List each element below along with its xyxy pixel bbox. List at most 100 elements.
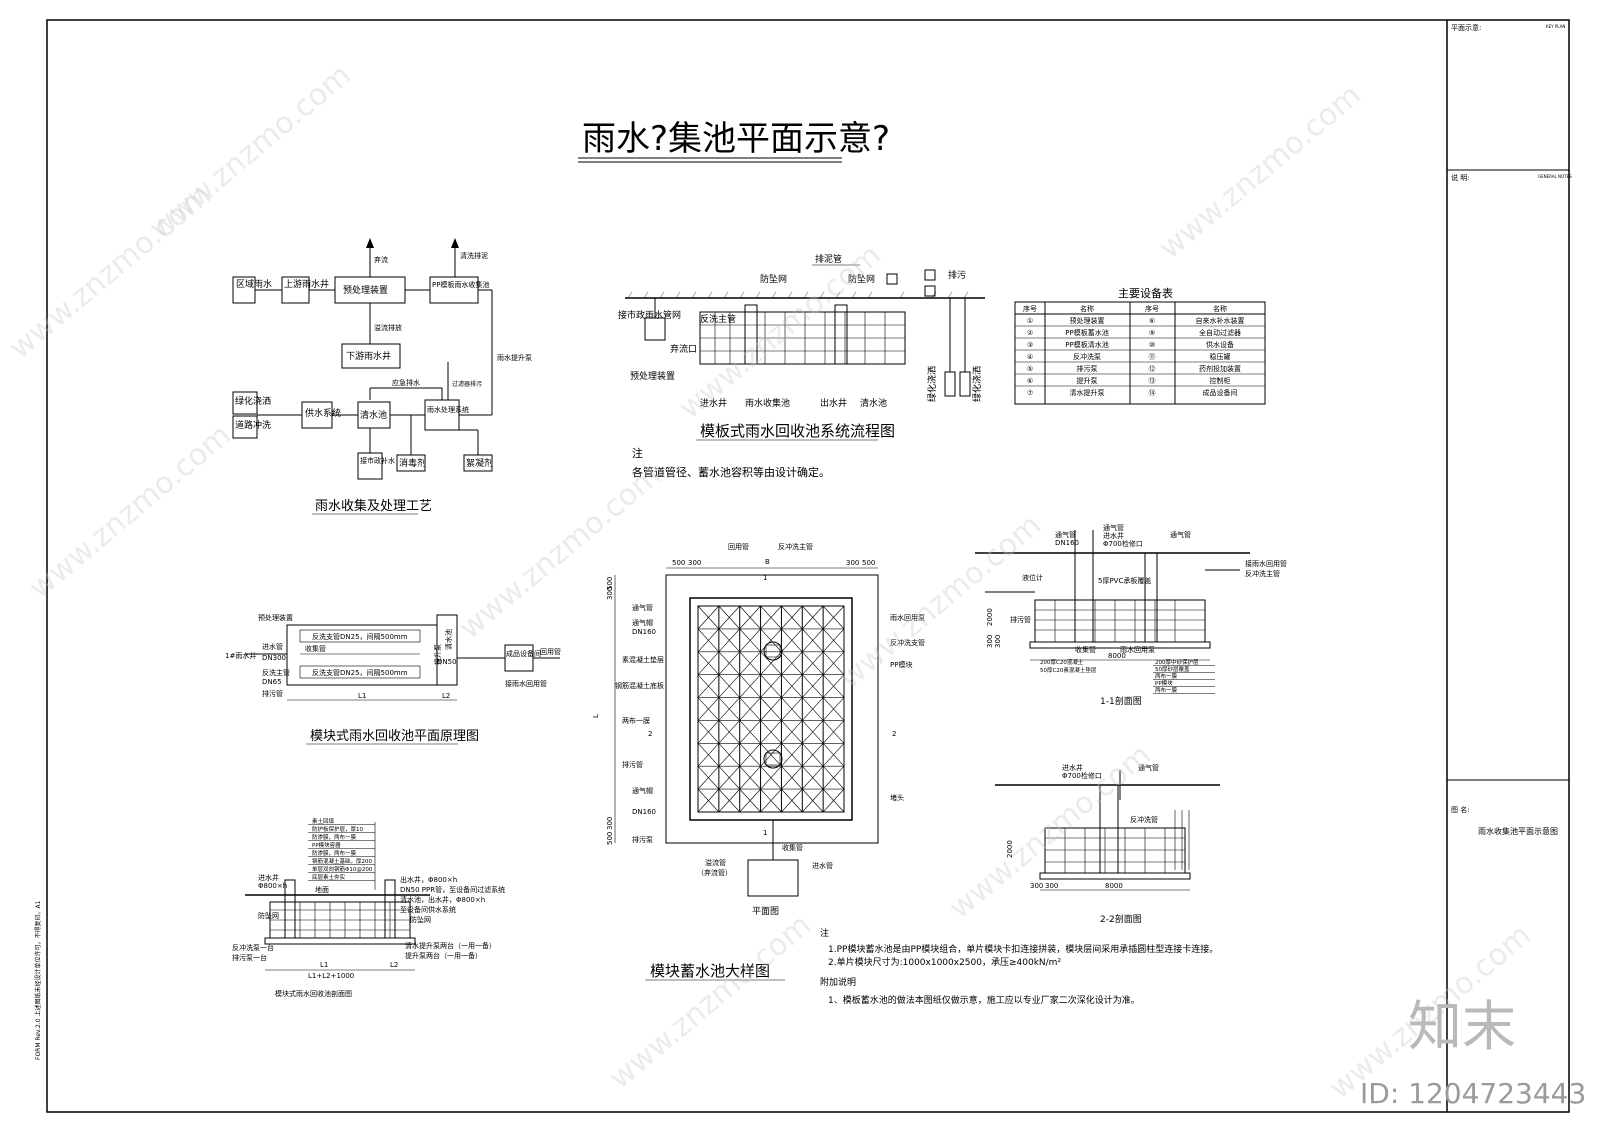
equip-cell: 药剂投加装置 [1199,364,1241,373]
flow-label-green-1: 绿化浇洒 [926,366,938,402]
notes-block: 注 1.PP模块蓄水池是由PP模块组合，单片模块卡扣连接拼装，模块层间采用承插圆… [820,927,1218,1006]
tp-backwash-branch: 反冲洗支管 [890,638,925,647]
tp-vent-cap-2: 通气帽 [632,786,653,795]
ms-inlet-size: Φ800×h [258,882,287,890]
notes-label: 注 [820,927,829,939]
equip-cell: ⑭ [1149,389,1156,397]
equip-header: 序号 [1145,304,1159,313]
tp-drain-pipe: 排污管 [622,760,643,769]
s1-inlet-well: 进水井 [1103,531,1124,540]
mp-backwash-2: 反洗支管DN25，间隔500mm [312,668,408,677]
equip-cell: 成品设备间 [1203,388,1238,397]
s1-layer-label: PP模块 [1155,679,1173,687]
notes-line-2: 2.单片模块尺寸为:1000x1000x2500，承压≥400kN/m² [828,956,1061,968]
tp-dim-b: B [765,558,770,566]
flow-label-guard-2: 防坠网 [848,273,875,285]
tp-dn160-2: DN160 [632,808,656,816]
flow-label-discard-port: 弃流口 [670,343,697,355]
ms-backwash-pump: 反冲洗泵一台 [232,943,274,952]
equip-header: 名称 [1080,304,1094,313]
s2-backwash: 反冲洗管 [1130,815,1158,824]
s1-vent-2: 通气管 [1055,530,1076,539]
tp-dim-5: 300 [606,587,614,600]
flow-label-clean-pool: 清水池 [860,397,887,409]
watermark-text: www.znzmo.com [143,58,358,247]
box-supply: 供水系统 [305,407,341,419]
s1-level: 液位计 [1022,573,1043,582]
box-road: 道路冲洗 [235,419,271,431]
tp-discard: （弃流管） [697,868,732,877]
s1-layer-label: 两布一膜 [1155,686,1178,694]
flow-label-pretreat: 预处理装置 [630,370,675,382]
ms-guard-1: 防坠网 [258,911,279,920]
section-2-caption: 2-2剖面图 [1100,913,1142,925]
equip-title: 主要设备表 [1118,286,1173,300]
ms-clean-pump: 清水提升泵两台（一用一备） [405,941,496,950]
equip-cell: 全自动过滤器 [1199,328,1241,337]
module-plan-caption: 模块式雨水回收池平面原理图 [310,729,479,744]
ms-layer-label: 防渗膜，两布一膜 [312,833,357,841]
flow-label-green-2: 绿化浇洒 [971,366,983,402]
flow-label-backwash: 反洗主管 [700,313,736,325]
tp-dim-4: 500 [862,559,875,567]
label-discard: 弃流 [374,255,388,264]
tp-plug: 堵头 [890,793,904,802]
watermark-text: www.znzmo.com [833,508,1048,697]
flow-note-label: 注 [632,446,643,460]
s1-layer-label: 50厚C20素混凝土垫层 [1040,666,1097,674]
ms-lift-pump: 提升泵两台（一用一备） [405,951,482,960]
equip-cell: ⑪ [1149,353,1156,361]
ms-clean-well: 清水池，出水井，Φ800×h [400,895,485,904]
flow-label-collect-pool: 雨水收集池 [745,397,790,409]
section-1-caption: 1-1剖面图 [1100,695,1142,707]
drawing-name: 雨水收集池平面示意图 [1478,826,1558,836]
box-treatment: 雨水处理系统 [427,405,469,414]
s1-reuse-connect: 接雨水回用管 [1245,559,1287,568]
s1-vent-3: 通气管 [1170,530,1191,539]
tp-membrane: 两布一膜 [622,716,650,725]
s2-300a: 300 [1030,882,1043,890]
flow-label-drain: 排污 [948,269,966,281]
equip-cell: 提升泵 [1077,376,1098,385]
watermark-text: www.znzmo.com [603,908,818,1097]
side-revision-text: FORM Rev.2.0 上述图纸未经设计单位许可，不得复印。A1 [34,900,42,1060]
tp-dim-2: 300 [688,559,701,567]
s1-drain: 排污管 [1010,615,1031,624]
tp-dim-7: 300 [606,817,614,830]
plan-label: 平面示意: [1451,23,1481,32]
mp-l1: L1 [358,692,366,700]
flow-chart-diagram: 接市政雨水管网 反洗主管 弃流口 预处理装置 进水井 雨水收集池 出水井 清水池… [618,253,985,479]
ms-layer-label: 防渗膜，两布一膜 [312,849,357,857]
box-pp-tank: PP模板雨水收集池 [432,280,489,289]
tp-dim-6: 500 [606,577,614,590]
mp-dn300: DN300 [262,654,286,662]
mp-clean-pool: 清水池 [444,629,453,650]
ms-drain-pump: 排污泵一台 [232,953,267,962]
ms-layer-label: 素土回填 [312,817,335,825]
equip-cell: 控制柜 [1210,376,1231,385]
notes-extra-1: 1、模板蓄水池的做法本图纸仅做示意，施工应以专业厂家二次深化设计为准。 [828,994,1140,1006]
tank-plan-caption: 平面图 [752,906,779,917]
tp-overflow: 溢流管 [705,858,726,867]
s2-manhole: Φ700检修口 [1062,771,1102,780]
s2-300b: 300 [1045,882,1058,890]
flow-label-guard-1: 防坠网 [760,273,787,285]
equip-header: 序号 [1023,304,1037,313]
section-1-diagram: 通气管 进水井 Φ700检修口 通气管 DN160 通气管 接雨水回用管 反冲洗… [975,523,1287,707]
s1-collect: 收集管 [1075,645,1096,654]
equip-cell: ⑫ [1149,365,1156,373]
ms-supply: 至设备间供水系统 [400,905,456,914]
equip-cell: ② [1027,329,1033,337]
s2-2000: 2000 [1006,840,1014,858]
ms-ppr: DN50 PPR管，至设备间过滤系统 [400,885,505,894]
mp-dn50: DN50 [437,658,457,666]
tp-sec-2a: 2 [648,730,652,738]
box-green: 绿化浇洒 [235,395,271,407]
label-emergency: 应急排水 [392,378,420,387]
label-sludge: 清洗排泥 [460,251,488,260]
equip-cell: ① [1027,317,1033,325]
equip-cell: ④ [1027,353,1033,361]
flow-label-city: 接市政雨水管网 [618,309,681,321]
equip-header: 名称 [1213,304,1227,313]
s1-manhole: Φ700检修口 [1103,539,1143,548]
